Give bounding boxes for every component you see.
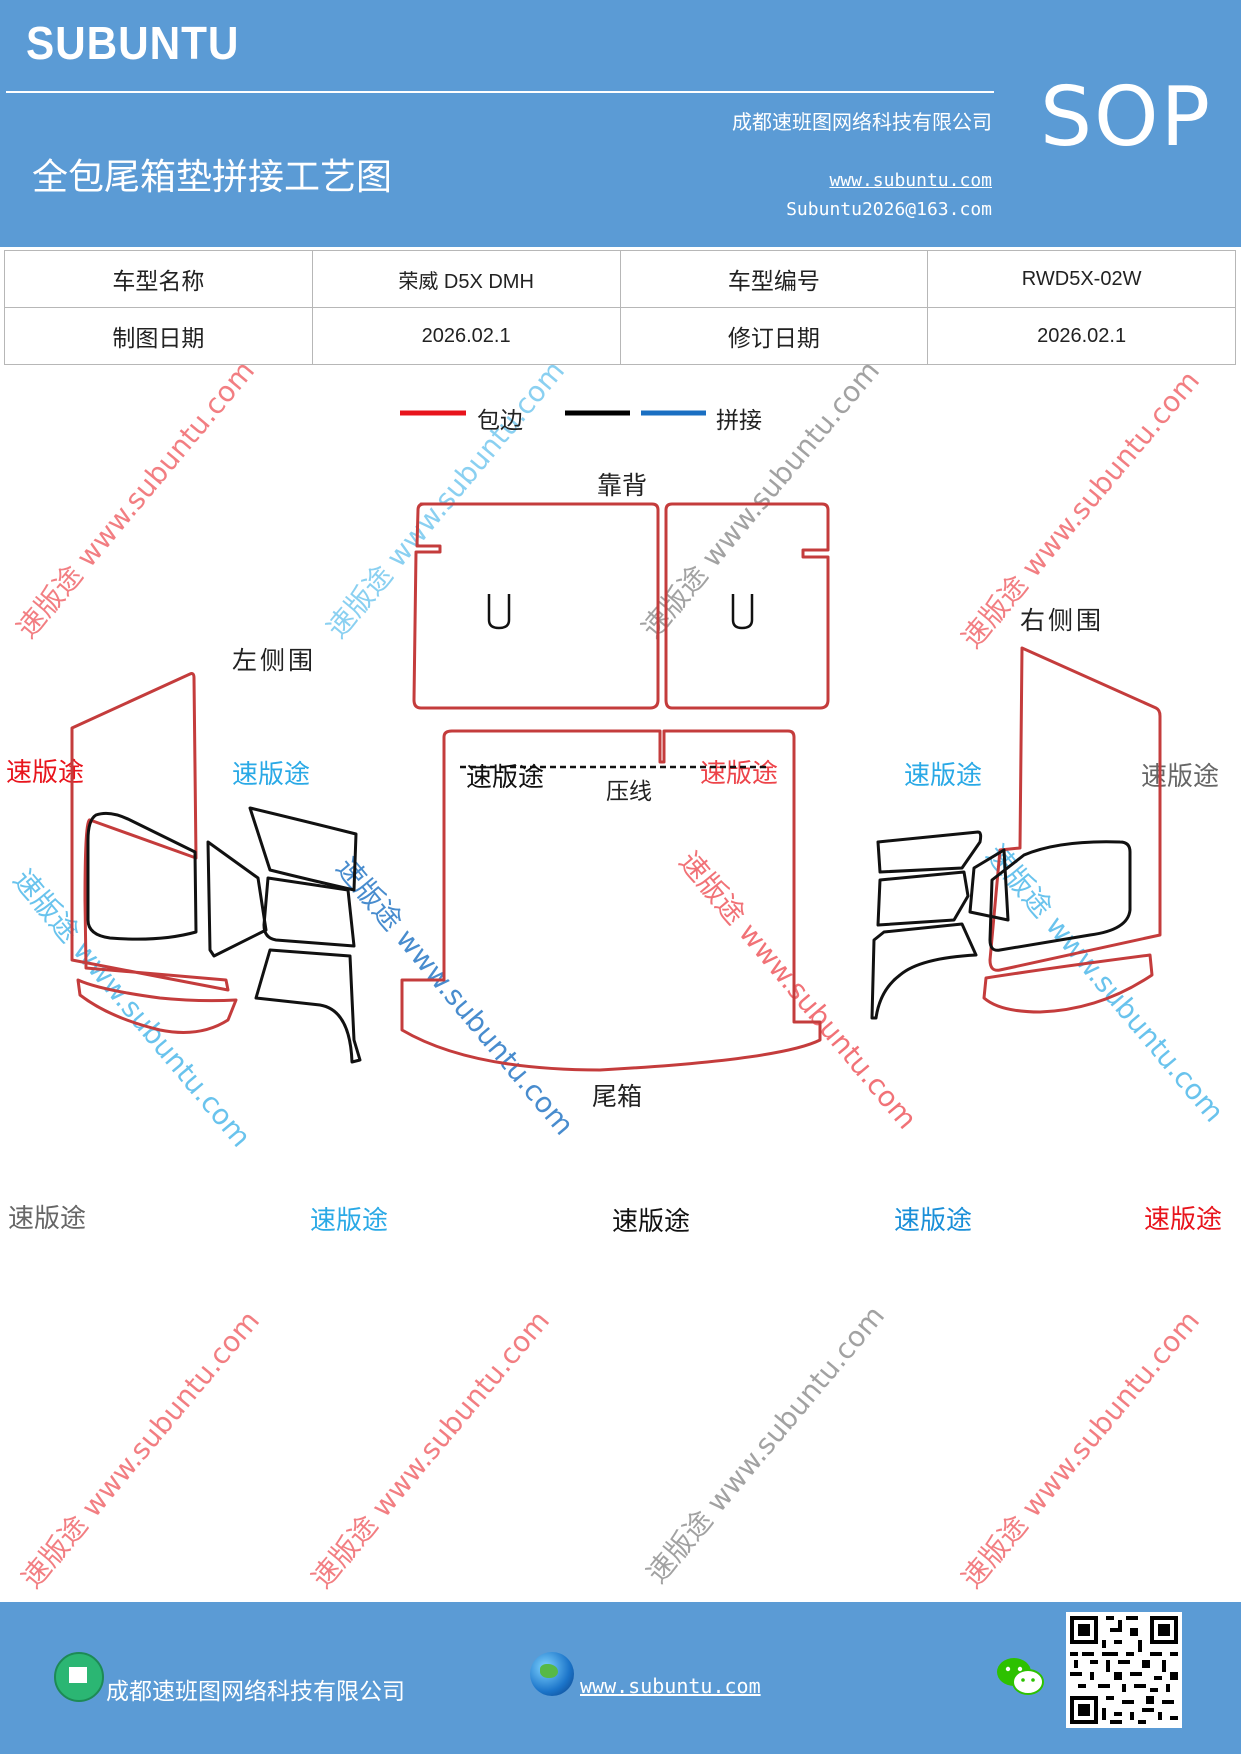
- draw-date-value: 2026.02.1: [311, 307, 621, 365]
- left-side-strip: [76, 978, 238, 1034]
- svg-text:速版途 www.subuntu.com: 速版途 www.subuntu.com: [330, 851, 581, 1141]
- svg-text:速版途 www.subuntu.com: 速版途 www.subuntu.com: [305, 1304, 556, 1594]
- watermark-diag: 速版途 www.subuntu.com: [980, 838, 1231, 1128]
- left-insert-piece: [262, 876, 356, 948]
- model-code-label: 车型编号: [619, 250, 929, 308]
- horizontal-watermarks: 速版途 速版途 速版途 速版途 速版途 速版途 速版途 速版途 速版途 速版途 …: [6, 758, 1222, 1237]
- draw-date-label: 制图日期: [4, 307, 313, 365]
- watermark-diag: 速版途 www.subuntu.com: [320, 354, 571, 644]
- qr-code[interactable]: [1066, 1612, 1182, 1728]
- footer-website-link[interactable]: www.subuntu.com: [580, 1674, 761, 1698]
- svg-text:速版途 www.subuntu.com: 速版途 www.subuntu.com: [15, 1304, 266, 1594]
- svg-text:速版途 www.subuntu.com: 速版途 www.subuntu.com: [635, 354, 886, 644]
- right-side-panel: [988, 646, 1162, 972]
- watermark-diag: 速版途 www.subuntu.com: [305, 1304, 556, 1594]
- left-side-panel: [70, 672, 230, 992]
- left-insert-piece: [248, 806, 358, 892]
- model-name-value: 荣威 D5X DMH: [311, 250, 621, 308]
- svg-text:速版途 www.subuntu.com: 速版途 www.subuntu.com: [320, 354, 571, 644]
- diagonal-watermarks: 速版途 www.subuntu.com 速版途 www.subuntu.com …: [7, 354, 1231, 1594]
- header-divider: [6, 91, 994, 93]
- legend-wrap-label: 包边: [477, 408, 523, 434]
- globe-icon: [530, 1652, 574, 1696]
- left-side-label: 左侧围: [232, 646, 316, 675]
- legend: 包边 拼接: [400, 408, 762, 434]
- watermark-diag: 速版途 www.subuntu.com: [15, 1304, 266, 1594]
- left-insert-piece: [254, 948, 362, 1064]
- backrest-right-panel: [664, 502, 830, 710]
- crease-label: 压线: [606, 779, 652, 805]
- right-insert-piece: [870, 922, 978, 1020]
- watermark-diag: 速版途 www.subuntu.com: [330, 851, 581, 1141]
- right-insert-piece: [876, 830, 983, 874]
- right-insert-piece: [988, 840, 1132, 952]
- contact-email[interactable]: Subuntu2026@163.com: [786, 199, 992, 220]
- trunk-label: 尾箱: [592, 1082, 642, 1111]
- table-row: 制图日期 2026.02.1 修订日期 2026.02.1: [4, 307, 1236, 365]
- watermark-text: 速版途: [612, 1207, 690, 1237]
- left-insert-piece: [86, 811, 198, 941]
- right-side-label: 右侧围: [1020, 606, 1104, 635]
- right-side-group: [870, 646, 1162, 1020]
- watermark-text: 速版途: [1144, 1205, 1222, 1235]
- watermark-text: 速版途: [904, 761, 982, 791]
- svg-text:速版途 www.subuntu.com: 速版途 www.subuntu.com: [7, 863, 258, 1153]
- vehicle-info-table: 车型名称 荣威 D5X DMH 车型编号 RWD5X-02W 制图日期 2026…: [4, 250, 1236, 365]
- right-insert-piece: [876, 870, 970, 927]
- handle-loop: [731, 594, 754, 630]
- watermark-text: 速版途: [8, 1204, 86, 1234]
- left-insert-piece: [206, 840, 268, 958]
- watermark-text: 速版途: [1141, 762, 1219, 792]
- backrest-panels: [412, 502, 830, 710]
- watermark-text: 速版途: [894, 1206, 972, 1236]
- footer-banner: 成都速班图网络科技有限公司 www.subuntu.com: [0, 1602, 1241, 1754]
- footer-company-name: 成都速班图网络科技有限公司: [106, 1679, 405, 1705]
- svg-text:速版途 www.subuntu.com: 速版途 www.subuntu.com: [640, 1299, 891, 1589]
- company-name: 成都速班图网络科技有限公司: [732, 110, 992, 134]
- backrest-label: 靠背: [597, 471, 647, 500]
- svg-text:速版途 www.subuntu.com: 速版途 www.subuntu.com: [955, 1304, 1206, 1594]
- header-banner: SUBUNTU 成都速班图网络科技有限公司 全包尾箱垫拼接工艺图 www.sub…: [0, 0, 1241, 247]
- svg-text:速版途 www.subuntu.com: 速版途 www.subuntu.com: [980, 838, 1231, 1128]
- watermark-text: 速版途: [700, 759, 778, 789]
- sop-badge: SOP: [1040, 70, 1213, 165]
- revise-date-label: 修订日期: [619, 307, 929, 365]
- home-icon: [54, 1652, 104, 1702]
- svg-text:速版途 www.subuntu.com: 速版途 www.subuntu.com: [10, 354, 261, 644]
- model-name-label: 车型名称: [4, 250, 313, 308]
- right-side-strip: [982, 953, 1154, 1014]
- watermark-diag: 速版途 www.subuntu.com: [7, 863, 258, 1153]
- watermark-text: 速版途: [232, 760, 310, 790]
- brand-logo: SUBUNTU: [26, 17, 240, 69]
- revise-date-value: 2026.02.1: [927, 307, 1236, 365]
- left-side-group: [70, 672, 362, 1064]
- website-link[interactable]: www.subuntu.com: [829, 170, 992, 191]
- wechat-icon[interactable]: [996, 1656, 1044, 1698]
- table-row: 车型名称 荣威 D5X DMH 车型编号 RWD5X-02W: [4, 250, 1236, 308]
- backrest-left-panel: [412, 502, 660, 710]
- document-title: 全包尾箱垫拼接工艺图: [32, 157, 393, 198]
- watermark-diag: 速版途 www.subuntu.com: [640, 1299, 891, 1589]
- part-labels: 靠背 左侧围 右侧围 压线 尾箱: [232, 471, 1104, 1111]
- watermark-diag: 速版途 www.subuntu.com: [955, 1304, 1206, 1594]
- model-code-value: RWD5X-02W: [927, 250, 1236, 308]
- right-insert-piece: [968, 848, 1010, 922]
- legend-join-label: 拼接: [716, 408, 762, 434]
- backrest-handles: [487, 594, 754, 630]
- watermark-diag: 速版途 www.subuntu.com: [10, 354, 261, 644]
- watermark-diag: 速版途 www.subuntu.com: [635, 354, 886, 644]
- trunk-floor-panel: [400, 729, 822, 1072]
- watermark-text: 速版途: [310, 1206, 388, 1236]
- handle-loop: [487, 594, 511, 630]
